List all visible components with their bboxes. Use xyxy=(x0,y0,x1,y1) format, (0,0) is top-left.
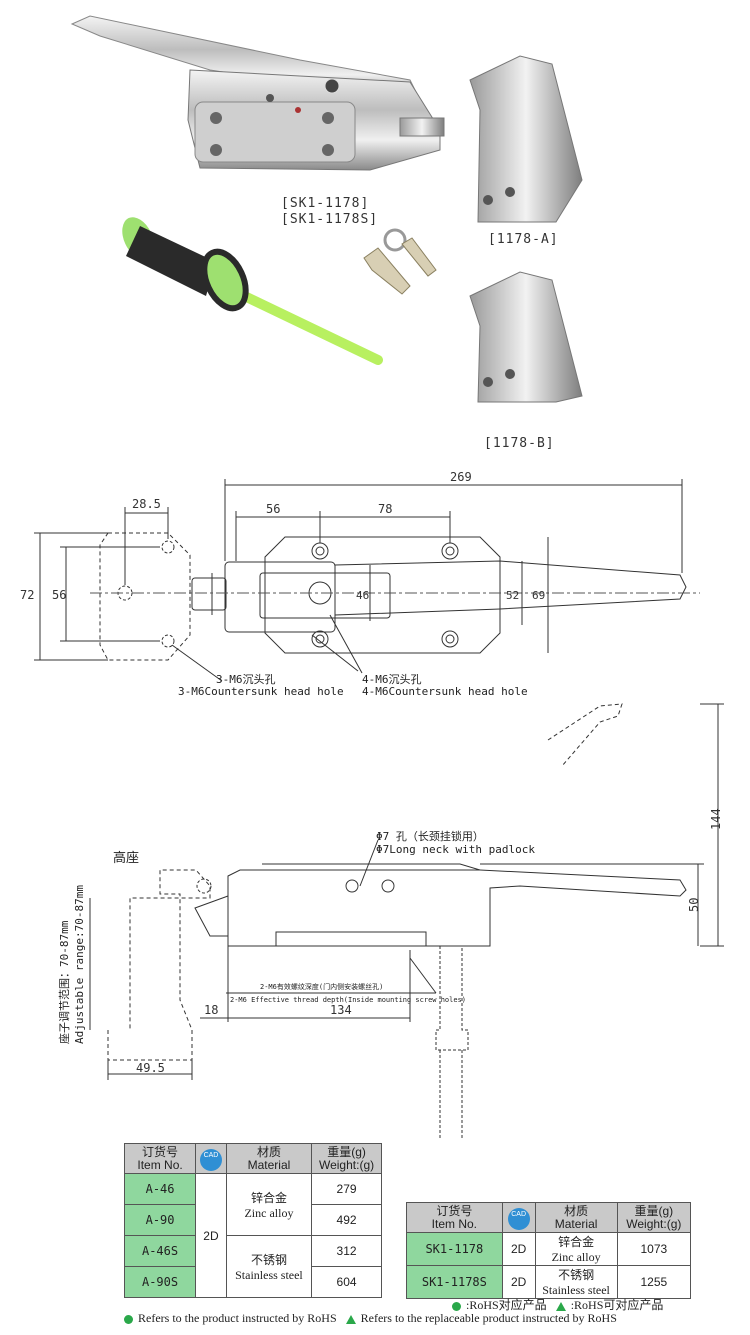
product-photos xyxy=(70,15,583,403)
note-range-en: Adjustable range:70-87mm xyxy=(73,885,86,1044)
side-view-drawing: 高座 Φ7 孔（长颈挂锁用） Φ7Long neck with padlock … xyxy=(57,703,724,1140)
header-cad-2: CAD xyxy=(501,1202,536,1233)
dim-134: 134 xyxy=(330,1003,352,1017)
rohs-triangle-icon xyxy=(555,1301,566,1311)
header-cad: CAD xyxy=(195,1143,227,1174)
latch-photo xyxy=(70,15,445,171)
dim-72: 72 xyxy=(20,588,34,602)
item-sk1-1178: SK1-1178 xyxy=(406,1232,503,1266)
caption-sk1-1178s: [SK1-1178S] xyxy=(281,212,379,227)
cad-sk1-1178s: 2D xyxy=(501,1265,536,1299)
note-4-m6-en: 4-M6Countersunk head hole xyxy=(362,685,528,698)
cad-icon: CAD xyxy=(507,1207,530,1230)
weight-a-90: 492 xyxy=(311,1204,382,1236)
dim-69: 69 xyxy=(532,589,545,602)
note-phi7-cn: Φ7 孔（长颈挂锁用） xyxy=(376,829,484,843)
caption-sk1-1178: [SK1-1178] xyxy=(281,196,370,211)
dim-78: 78 xyxy=(378,502,392,516)
label-high-seat: 高座 xyxy=(113,850,139,866)
cad-icon: CAD xyxy=(199,1148,222,1171)
dim-18: 18 xyxy=(204,1003,218,1017)
caption-1178-a: [1178-A] xyxy=(488,232,559,247)
weight-sk1-1178: 1073 xyxy=(616,1232,692,1266)
note-3-m6-en: 3-M6Countersunk head hole xyxy=(178,685,344,698)
main-product-caption: [SK1-1178] [SK1-1178S] xyxy=(281,196,378,228)
cad-value: 2D xyxy=(195,1173,227,1298)
item-a-90s: A-90S xyxy=(123,1266,197,1298)
rohs-triangle-icon xyxy=(345,1314,356,1324)
table-row: A-90 492 xyxy=(123,1204,382,1236)
cad-sk1-1178: 2D xyxy=(501,1232,536,1266)
weight-a-46: 279 xyxy=(311,1173,382,1205)
dim-46: 46 xyxy=(356,589,369,602)
bracket-b-photo xyxy=(469,271,583,403)
note-thread-en: 2-M6 Effective thread depth(Inside mount… xyxy=(230,996,466,1004)
item-a-90: A-90 xyxy=(123,1204,197,1236)
item-a-46: A-46 xyxy=(123,1173,197,1205)
table-row: A-90S 604 xyxy=(123,1266,382,1298)
dim-28-5: 28.5 xyxy=(132,497,161,511)
rod-photo xyxy=(122,217,383,365)
weight-a-90s: 604 xyxy=(311,1266,382,1298)
dim-56-vertical: 56 xyxy=(52,588,66,602)
dim-56-horizontal: 56 xyxy=(266,502,280,516)
dim-52: 52 xyxy=(506,589,519,602)
top-view-drawing: 269 56 78 28.5 72 56 46 52 69 3-M6沉头孔 3-… xyxy=(20,470,700,698)
note-4-m6-cn: 4-M6沉头孔 xyxy=(362,673,422,686)
caption-1178-b: [1178-B] xyxy=(484,436,555,451)
header-weight: 重量(g)Weight:(g) xyxy=(311,1143,382,1174)
legend-rohs-en: Refers to the product instructed by RoHS… xyxy=(124,1311,617,1326)
rohs-dot-icon xyxy=(124,1314,133,1324)
dim-50: 50 xyxy=(687,898,701,912)
dim-269: 269 xyxy=(450,470,472,484)
weight-sk1-1178s: 1255 xyxy=(616,1265,692,1299)
note-3-m6-cn: 3-M6沉头孔 xyxy=(216,673,276,686)
bracket-a-photo xyxy=(469,55,583,223)
weight-a-46s: 312 xyxy=(311,1235,382,1267)
legend-rohs-cn: :RoHS对应产品 :RoHS可对应产品 xyxy=(452,1296,663,1313)
keys-photo xyxy=(363,228,437,295)
dim-49-5: 49.5 xyxy=(136,1061,165,1075)
note-thread-cn: 2-M6有效螺纹深度(门内侧安装螺丝孔) xyxy=(260,982,383,991)
rohs-dot-icon xyxy=(452,1301,461,1311)
dim-144: 144 xyxy=(709,808,723,830)
note-phi7-en: Φ7Long neck with padlock xyxy=(376,843,535,856)
note-range-cn: 座子调节范围：70-87mm xyxy=(57,920,71,1044)
item-a-46s: A-46S xyxy=(123,1235,197,1267)
item-sk1-1178s: SK1-1178S xyxy=(406,1265,503,1299)
header-weight-2: 重量(g)Weight:(g) xyxy=(616,1202,692,1233)
